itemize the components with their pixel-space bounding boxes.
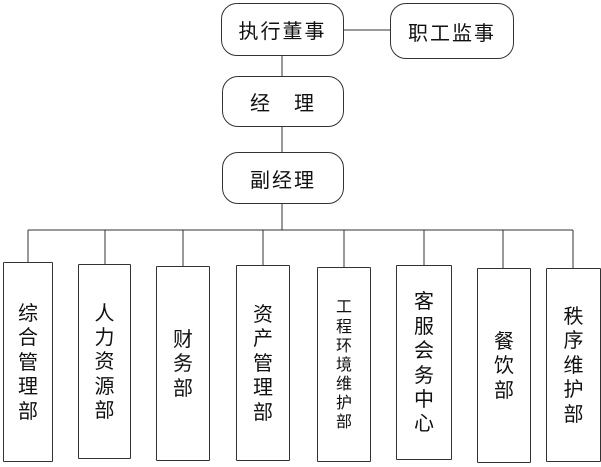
deputy-manager-node: 副经理 (222, 152, 344, 204)
department-order-maintenance-label: 秩 序 维 护 部 (563, 304, 584, 426)
department-engineering-environment: 工 程 环 境 维 护 部 (317, 267, 371, 462)
department-asset-management-label: 资 产 管 理 部 (253, 302, 273, 424)
department-catering: 餐 饮 部 (477, 268, 531, 463)
department-customer-service-center: 客 服 会 务 中 心 (396, 265, 452, 460)
department-finance: 财 务 部 (156, 266, 210, 461)
department-order-maintenance: 秩 序 维 护 部 (546, 268, 601, 462)
department-general-admin: 综 合 管 理 部 (3, 262, 53, 462)
department-engineering-environment-label: 工 程 环 境 维 护 部 (335, 297, 352, 432)
deputy-manager-label: 副经理 (250, 167, 316, 192)
department-catering-label: 餐 饮 部 (494, 328, 514, 402)
department-asset-management: 资 产 管 理 部 (236, 265, 290, 461)
department-customer-service-center-label: 客 服 会 务 中 心 (414, 289, 434, 436)
manager-node: 经 理 (222, 76, 344, 127)
department-general-admin-label: 综 合 管 理 部 (18, 301, 38, 423)
department-human-resources-label: 人 力 资 源 部 (94, 300, 115, 423)
executive-director-node: 执行董事 (221, 3, 344, 56)
staff-supervisor-node: 职工监事 (390, 3, 514, 59)
staff-supervisor-label: 职工监事 (408, 20, 496, 45)
executive-director-label: 执行董事 (238, 19, 327, 43)
department-human-resources: 人 力 资 源 部 (78, 264, 131, 459)
manager-label: 经 理 (250, 91, 316, 115)
department-finance-label: 财 务 部 (173, 326, 193, 400)
